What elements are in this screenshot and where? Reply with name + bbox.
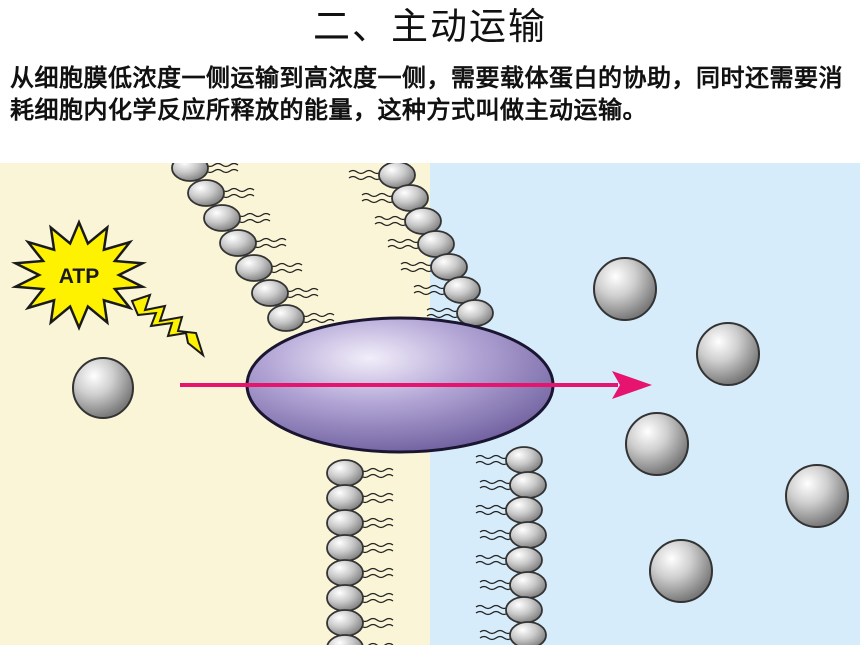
phospholipid-head (203, 204, 241, 232)
slide-title: 二、主动运输 (313, 5, 547, 48)
phospholipid-head (404, 207, 442, 235)
description-text: 从细胞膜低浓度一侧运输到高浓度一侧，需要载体蛋白的协助，同时还需要消耗细胞内化学… (10, 64, 843, 124)
molecule-high-side (593, 257, 657, 321)
phospholipid-head (505, 546, 543, 574)
phospholipid-head (235, 254, 273, 282)
phospholipid-head (326, 634, 364, 645)
phospholipid-head (505, 596, 543, 624)
phospholipid-head (267, 304, 305, 332)
phospholipid-head (509, 471, 547, 499)
molecule-high-side (649, 539, 713, 603)
atp-burst: ATP (10, 219, 148, 331)
phospholipid-head (509, 571, 547, 599)
phospholipid-head (391, 184, 429, 212)
molecule-low-side (72, 357, 134, 419)
phospholipid-head (326, 484, 364, 512)
phospholipid-head (187, 179, 225, 207)
active-transport-diagram: ATP (0, 163, 860, 645)
phospholipid-head (326, 559, 364, 587)
molecule-high-side (785, 464, 849, 528)
phospholipid-head (443, 276, 481, 304)
phospholipid-head (326, 534, 364, 562)
phospholipid-head (326, 459, 364, 487)
phospholipid-head (430, 253, 468, 281)
phospholipid-head (326, 609, 364, 637)
molecule-high-side (625, 412, 689, 476)
phospholipid-head (505, 496, 543, 524)
energy-lightning-icon (130, 293, 205, 358)
phospholipid-head (509, 521, 547, 549)
phospholipid-head (509, 621, 547, 645)
phospholipid-head (505, 446, 543, 474)
phospholipid-head (171, 163, 209, 182)
phospholipid-head (326, 509, 364, 537)
phospholipid-head (417, 230, 455, 258)
transport-arrow (180, 371, 652, 399)
molecule-high-side (696, 322, 760, 386)
phospholipid-head (326, 584, 364, 612)
cell-membrane-bilayer (171, 163, 547, 645)
atp-label: ATP (59, 265, 99, 288)
phospholipid-head (219, 229, 257, 257)
phospholipid-head (251, 279, 289, 307)
